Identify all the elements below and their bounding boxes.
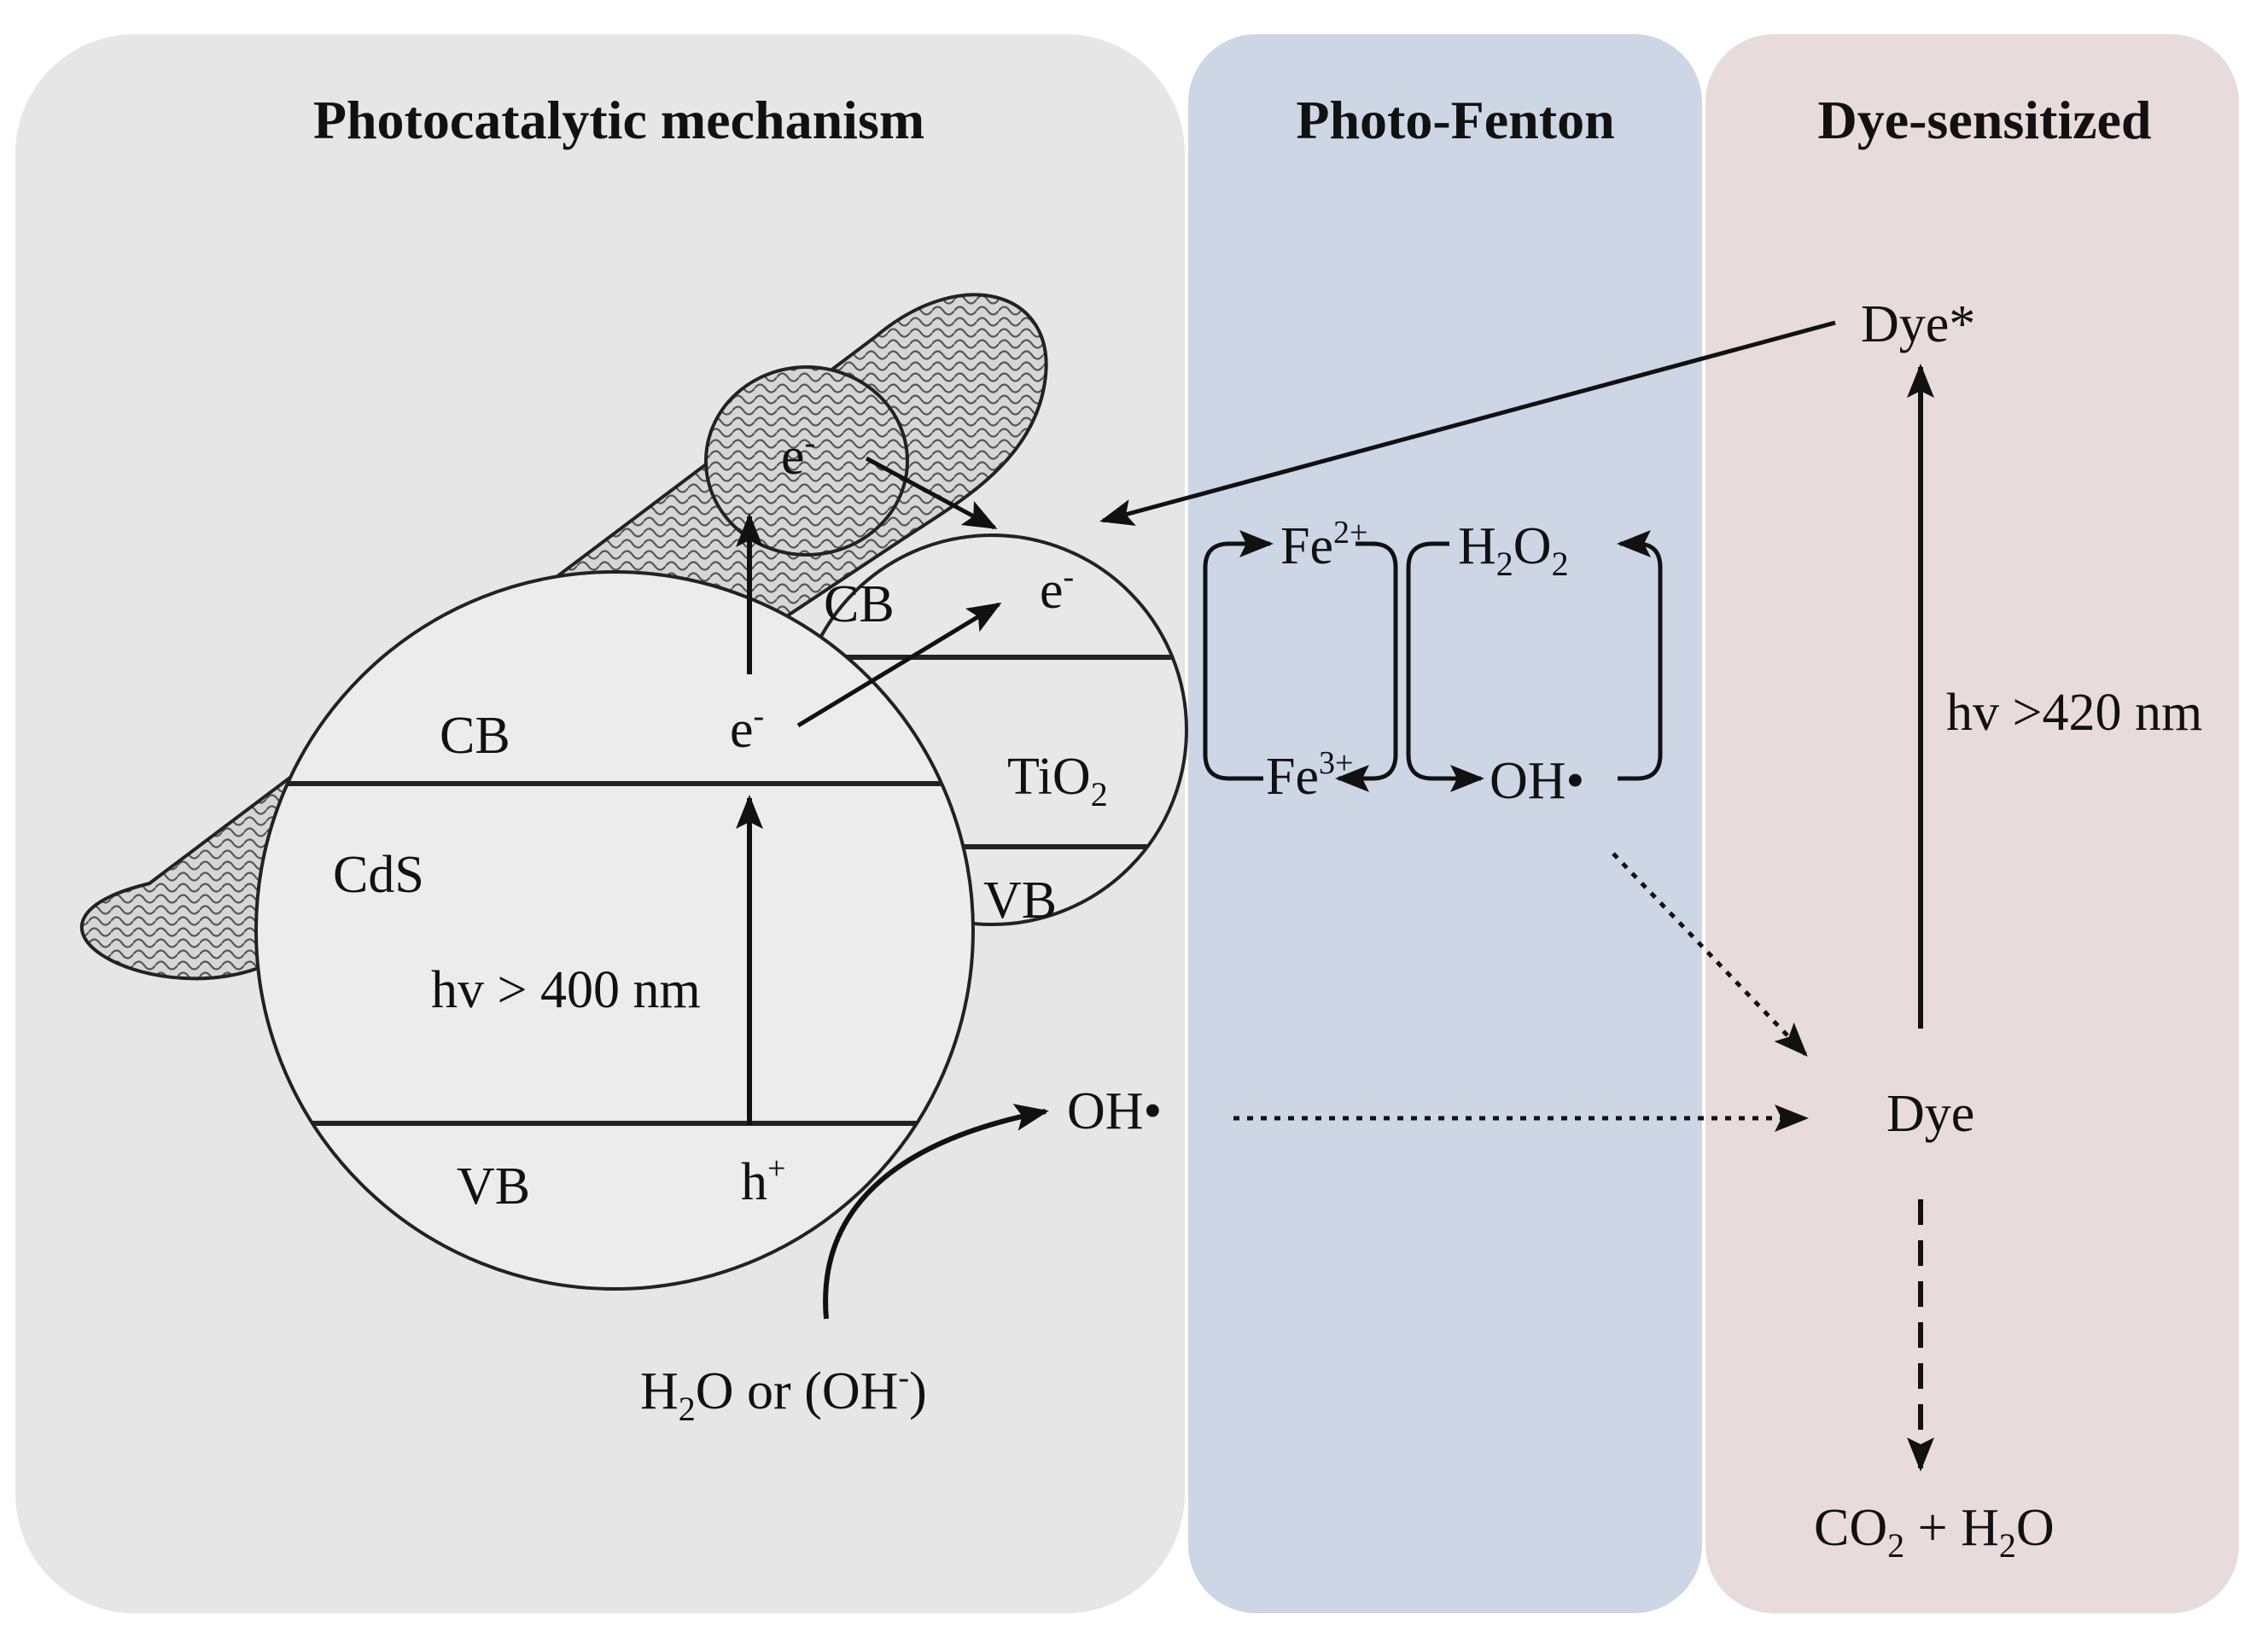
dye-ground-label: Dye (1886, 1085, 1974, 1143)
cds-to-tio2-arrow (796, 602, 1002, 728)
cds-cb-label: CB (440, 707, 510, 765)
title-photo-fenton: Photo-Fenton (1296, 90, 1614, 150)
fe2-to-fe3-loop-arrow (1335, 541, 1398, 792)
tio2-cb-label: CB (824, 575, 895, 633)
h2o2-to-oh-loop-arrow (1406, 541, 1484, 792)
cds-excitation-label: hv > 400 nm (431, 961, 701, 1019)
panel-dye-sensitized (1705, 34, 2239, 1613)
fe2-label: Fe2+ (1280, 515, 1367, 575)
title-photocatalytic: Photocatalytic mechanism (313, 90, 924, 150)
fe3-to-fe2-loop-arrow (1203, 530, 1274, 781)
dye-excited-label: Dye* (1861, 295, 1975, 353)
water-to-hydroxyl-arrow (823, 1104, 1049, 1320)
ellipse-electron: e- (781, 425, 815, 486)
cds-particle (254, 570, 975, 1291)
tio2-name-label: TiO2 (1007, 748, 1108, 813)
hydroxyl-radical-label: OH• (1067, 1082, 1162, 1140)
water-hydroxide-label: H2O or (OH-) (640, 1360, 927, 1428)
tio2-electron: e- (1040, 559, 1074, 620)
fenton-hydroxyl-to-dye-arrow (1612, 852, 1808, 1057)
degradation-products-label: CO2 + H2O (1814, 1499, 2055, 1565)
h2o2-label: H2O2 (1458, 517, 1569, 583)
fenton-hydroxyl-label: OH• (1490, 752, 1584, 810)
oh-to-h2o2-loop-arrow (1617, 530, 1663, 781)
fe3-label: Fe3+ (1266, 745, 1353, 806)
small-hatched-ellipse (704, 365, 909, 557)
cds-name-label: CdS (333, 846, 424, 904)
ellipse-to-tio2-arrow (865, 456, 998, 530)
tio2-vb-label: VB (983, 872, 1057, 930)
title-dye-sensitized: Dye-sensitized (1817, 90, 2151, 150)
dye-excited-to-tio2-arrow (1099, 320, 1836, 527)
cds-vb-label: VB (457, 1157, 530, 1216)
dye-excitation-label: hv >420 nm (1946, 684, 2202, 742)
panel-photo-fenton (1188, 34, 1702, 1613)
cds-electron: e- (730, 698, 764, 759)
cds-hole: h+ (741, 1151, 785, 1211)
